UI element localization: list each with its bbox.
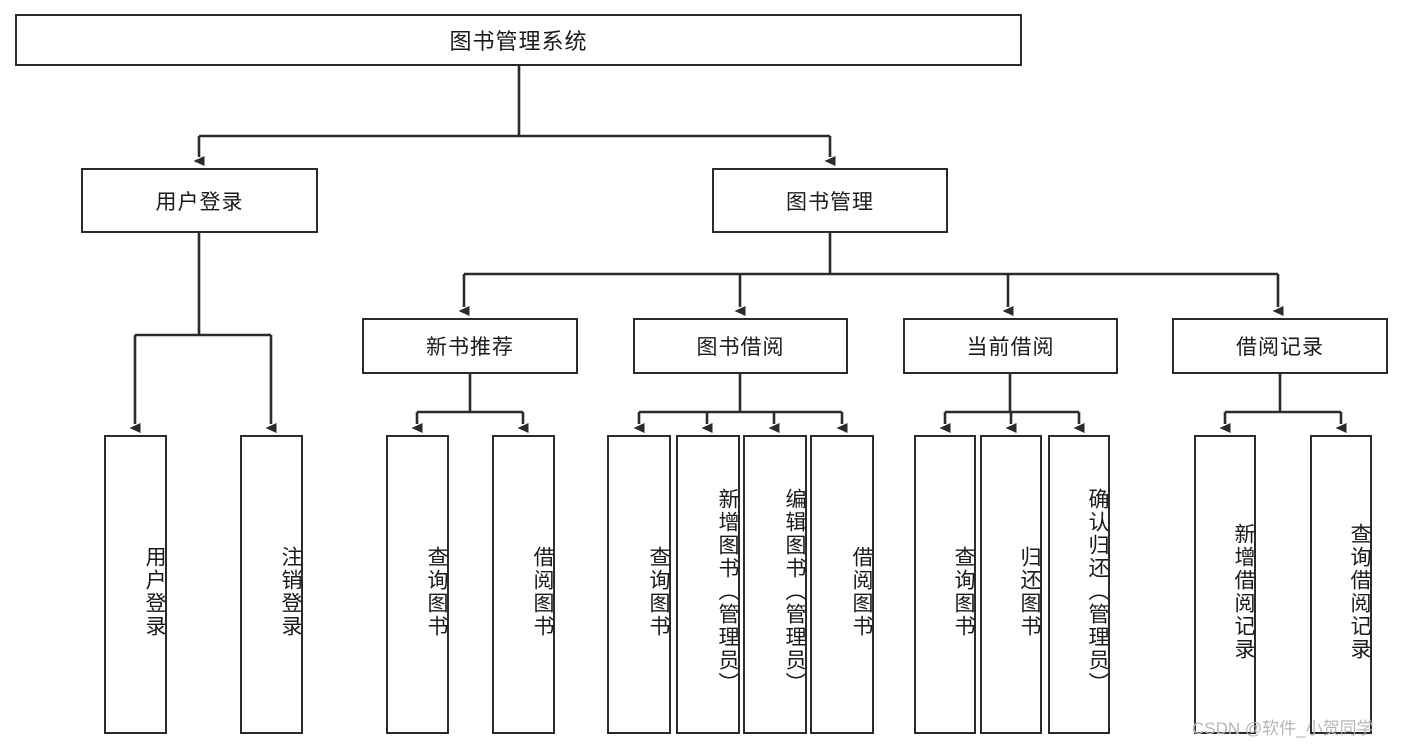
node-leaf-add-record[interactable]: 新增借阅记录	[1194, 435, 1256, 734]
node-new-book-rec-label: 新书推荐	[426, 336, 514, 359]
node-leaf-return-book[interactable]: 归还图书	[980, 435, 1042, 734]
node-borrow-record-label: 借阅记录	[1236, 336, 1324, 359]
node-leaf-borrow-book-2-label: 借阅图书	[850, 545, 873, 638]
node-leaf-borrow-book-1[interactable]: 借阅图书	[492, 435, 555, 734]
node-leaf-add-record-label: 新增借阅记录	[1232, 522, 1255, 661]
node-user-login[interactable]: 用户登录	[81, 168, 318, 233]
node-user-login-label: 用户登录	[155, 190, 244, 214]
node-leaf-user-login-label: 用户登录	[143, 545, 166, 638]
csdn-watermark: CSDN @软件_小贺同学	[1192, 719, 1374, 738]
node-current-borrow-label: 当前借阅	[966, 336, 1055, 359]
node-leaf-borrow-book-1-label: 借阅图书	[531, 545, 554, 638]
node-leaf-query-record-label: 查询借阅记录	[1348, 522, 1371, 661]
node-leaf-query-book-3[interactable]: 查询图书	[914, 435, 976, 734]
node-root-label: 图书管理系统	[449, 29, 588, 54]
node-leaf-query-book-1[interactable]: 查询图书	[386, 435, 449, 734]
node-leaf-return-book-label: 归还图书	[1018, 545, 1041, 638]
node-leaf-query-book-2-label: 查询图书	[647, 545, 670, 638]
node-leaf-confirm-return-label: 确认归还（管理员）	[1086, 488, 1109, 695]
node-borrow-record[interactable]: 借阅记录	[1172, 318, 1388, 374]
node-book-manage-label: 图书管理	[786, 190, 874, 214]
node-book-borrow[interactable]: 图书借阅	[633, 318, 848, 374]
node-leaf-add-book[interactable]: 新增图书（管理员）	[676, 435, 740, 734]
node-current-borrow[interactable]: 当前借阅	[903, 318, 1118, 374]
node-book-borrow-label: 图书借阅	[696, 336, 785, 359]
node-leaf-logout-label: 注销登录	[279, 545, 302, 638]
node-leaf-borrow-book-2[interactable]: 借阅图书	[810, 435, 874, 734]
node-leaf-user-login[interactable]: 用户登录	[104, 435, 167, 734]
node-new-book-rec[interactable]: 新书推荐	[362, 318, 578, 374]
node-leaf-query-record[interactable]: 查询借阅记录	[1310, 435, 1372, 734]
node-leaf-add-book-label: 新增图书（管理员）	[716, 488, 739, 695]
node-root[interactable]: 图书管理系统	[15, 14, 1022, 66]
node-leaf-confirm-return[interactable]: 确认归还（管理员）	[1048, 435, 1110, 734]
node-leaf-query-book-1-label: 查询图书	[425, 545, 448, 638]
node-book-manage[interactable]: 图书管理	[712, 168, 948, 233]
node-leaf-logout[interactable]: 注销登录	[240, 435, 303, 734]
node-leaf-edit-book[interactable]: 编辑图书（管理员）	[743, 435, 807, 734]
node-leaf-query-book-3-label: 查询图书	[952, 545, 975, 638]
node-leaf-query-book-2[interactable]: 查询图书	[607, 435, 671, 734]
node-leaf-edit-book-label: 编辑图书（管理员）	[783, 488, 806, 695]
